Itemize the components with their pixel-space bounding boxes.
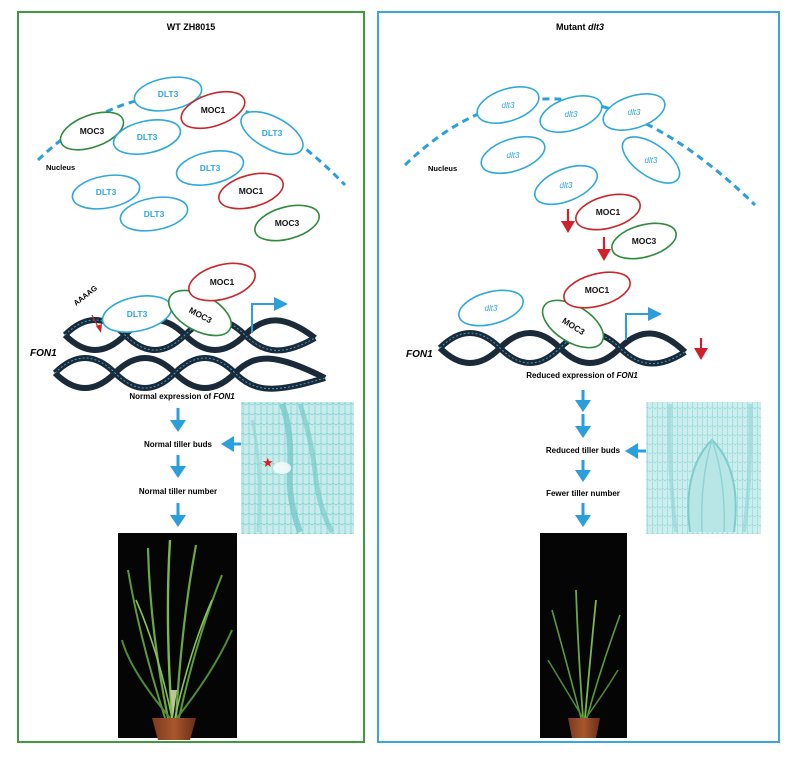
mutant-dlt3-protein-5: dlt3 — [615, 128, 687, 192]
wt-title: WT ZH8015 — [167, 22, 216, 32]
mutant-expression-text: Reduced expression of FON1 — [526, 371, 638, 380]
mutant-fon1-label: FON1 — [406, 349, 433, 360]
mutant-title: Mutant dlt3 — [556, 22, 604, 32]
svg-text:dlt3: dlt3 — [628, 108, 641, 117]
wt-moc3-protein-2: MOC3 — [251, 199, 323, 247]
svg-text:DLT3: DLT3 — [127, 309, 148, 319]
svg-text:DLT3: DLT3 — [262, 128, 283, 138]
wt-bud-star: ★ — [262, 456, 274, 471]
wt-dlt3-bound: DLT3 — [99, 290, 175, 338]
mutant-rice-plant-photo — [540, 533, 627, 738]
svg-text:DLT3: DLT3 — [200, 163, 221, 173]
svg-text:MOC1: MOC1 — [596, 207, 621, 217]
mutant-dlt3-protein-2: dlt3 — [536, 89, 607, 139]
mutant-tiller-section-image — [646, 402, 761, 534]
wt-expression-text: Normal expression of FON1 — [129, 392, 235, 401]
wt-rice-plant-photo — [118, 533, 237, 740]
mutant-dlt3-unbound: dlt3 — [455, 284, 527, 332]
svg-text:MOC1: MOC1 — [585, 285, 610, 295]
svg-text:MOC3: MOC3 — [80, 126, 105, 136]
mutant-tiller-number-label: Fewer tiller number — [546, 489, 620, 498]
wt-tiller-section-image — [241, 402, 354, 534]
wt-nucleus-label: Nucleus — [46, 163, 75, 172]
svg-text:MOC1: MOC1 — [210, 277, 235, 287]
mutant-flow-arrow-2 — [575, 414, 591, 438]
mutant-moc1-down-arrow — [561, 209, 575, 233]
svg-text:DLT3: DLT3 — [144, 209, 165, 219]
mutant-dlt3-protein-1: dlt3 — [473, 80, 544, 130]
wt-aaaag-label: AAAAG — [72, 283, 99, 307]
svg-text:MOC1: MOC1 — [239, 186, 264, 196]
mutant-moc3-down-arrow — [597, 237, 611, 261]
wt-tiller-number-label: Normal tiller number — [139, 487, 217, 496]
svg-text:dlt3: dlt3 — [645, 156, 658, 165]
wt-dna-helix — [55, 320, 325, 389]
svg-text:dlt3: dlt3 — [502, 101, 515, 110]
svg-text:MOC3: MOC3 — [275, 218, 300, 228]
mutant-nucleus-label: Nucleus — [428, 164, 457, 173]
mutant-tiller-buds-label: Reduced tiller buds — [546, 446, 621, 455]
svg-text:DLT3: DLT3 — [137, 132, 158, 142]
svg-text:dlt3: dlt3 — [485, 304, 498, 313]
wt-flow-arrow-2 — [170, 455, 186, 478]
svg-text:MOC3: MOC3 — [632, 236, 657, 246]
svg-text:DLT3: DLT3 — [96, 187, 117, 197]
mutant-transcription-arrowhead — [648, 307, 662, 321]
wt-flow-arrow-3 — [170, 503, 186, 527]
svg-text:DLT3: DLT3 — [158, 89, 179, 99]
mutant-dlt3-protein-4: dlt3 — [477, 130, 550, 181]
svg-text:dlt3: dlt3 — [565, 110, 578, 119]
wt-tiller-buds-label: Normal tiller buds — [144, 440, 213, 449]
wt-fon1-label: FON1 — [30, 348, 57, 359]
svg-text:MOC1: MOC1 — [201, 105, 226, 115]
wt-transcription-arrowhead — [274, 297, 288, 311]
mutant-flow-arrow-1 — [575, 390, 591, 412]
mutant-flow-arrow-4 — [575, 503, 591, 527]
wt-flow-arrow-1 — [170, 408, 186, 432]
mutant-flow-arrow-3 — [575, 460, 591, 482]
mutant-expression-down-arrow — [694, 338, 708, 360]
svg-text:dlt3: dlt3 — [560, 181, 573, 190]
svg-text:dlt3: dlt3 — [507, 151, 520, 160]
